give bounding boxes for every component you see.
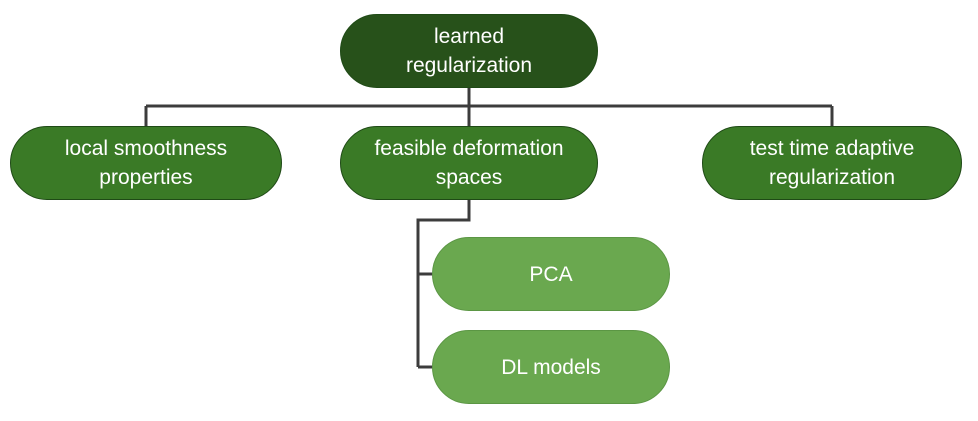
node-label: PCA (529, 262, 573, 286)
node-test-time-adaptive-regularization: test time adaptive regularization (702, 126, 962, 200)
node-pca: PCA (432, 237, 670, 311)
node-label: DL models (501, 355, 601, 379)
node-learned-regularization: learned regularization (340, 14, 598, 88)
node-label: learned regularization (405, 25, 533, 77)
node-local-smoothness-properties: local smoothness properties (10, 126, 282, 200)
node-label: test time adaptive regularization (749, 137, 915, 189)
node-feasible-deformation-spaces: feasible deformation spaces (340, 126, 598, 200)
connector-feasible-stem (416, 200, 471, 367)
node-dl-models: DL models (432, 330, 670, 404)
node-label: feasible deformation spaces (374, 137, 564, 189)
node-label: local smoothness properties (64, 137, 228, 189)
